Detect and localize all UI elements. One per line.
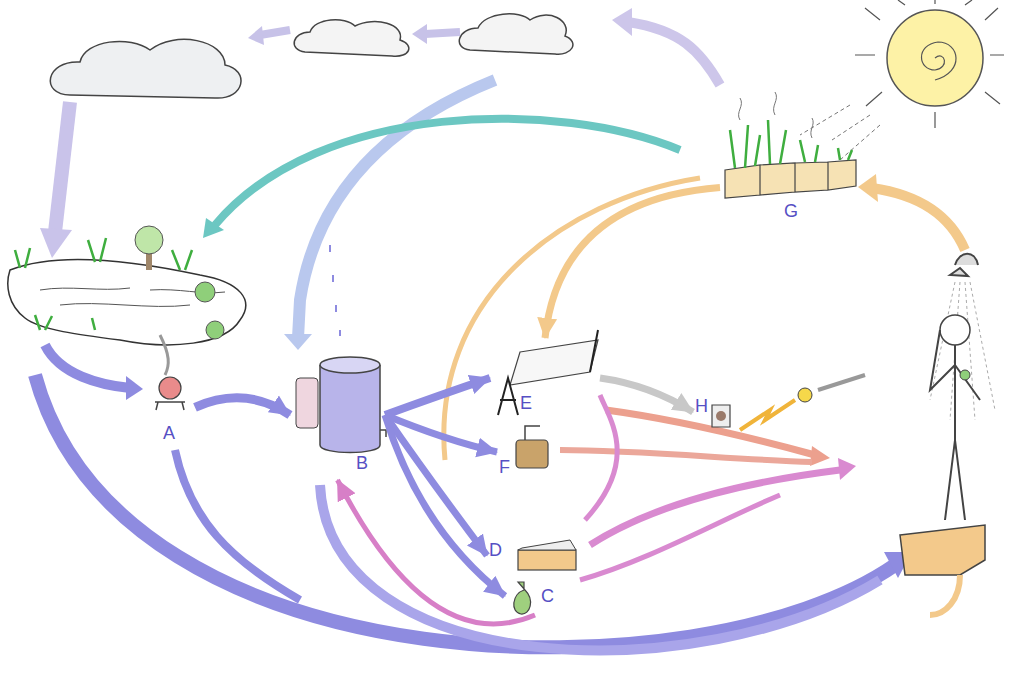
book-page [518,540,576,550]
sun-light [800,105,880,160]
collector-stand [498,330,598,415]
flow-arrow [385,415,505,596]
lamp-out-arrow [818,375,865,390]
treated-water-arrow [444,178,700,460]
callout-letter: F [499,458,510,478]
callout-letter: G [784,202,798,222]
soap [960,370,970,380]
icon-node: H [693,395,733,429]
sun [887,10,983,106]
person-head [940,315,970,345]
bush [195,282,215,302]
land-arrowhead [126,376,143,400]
flow-arrow [195,398,290,415]
pump-base [155,402,185,410]
shower-head [950,254,978,276]
icon-node: E [490,338,600,418]
evaporation-arrow [628,22,720,85]
cloud-arrow [425,32,460,34]
tank-tap [380,430,386,437]
bulb-icon [712,405,730,427]
cloud-arrowhead [248,26,264,45]
cloud [50,39,241,98]
bush [206,321,224,339]
hot-water-arrow [560,450,812,462]
drain-pipe [930,575,960,615]
icon-node: C [505,577,565,615]
lamp [798,388,812,402]
callout-letter: B [356,454,368,474]
rain-arrow [55,102,70,232]
cloud [294,20,409,56]
callout-letter: C [541,587,554,607]
rain-arrowhead [40,228,72,258]
greywater-arrow [215,119,680,225]
used-water-arrowhead [838,458,856,480]
sun-rays [855,0,1004,128]
flow-arrow [600,378,693,412]
groundwater-flow [160,335,168,375]
cloud [459,14,573,54]
pump-icon [159,377,181,399]
flow-arrow [545,188,720,339]
icon-node: G [720,150,860,225]
flow-arrow [338,480,536,624]
used-water-arrow [590,470,840,545]
aquifer-arc [175,450,300,600]
grass [15,238,192,330]
roof-water-arrowhead [284,334,312,350]
shower-to-garden-arrowhead [858,174,878,202]
bulb-lens [716,411,726,421]
icon-node: B [290,350,385,480]
shower-to-garden-arrow [872,188,965,250]
land [8,259,246,344]
cloud-arrowhead [412,24,427,44]
vapour [739,92,814,138]
filter-icon [296,378,318,428]
used-water-arrow [580,495,780,580]
shower-tray [900,525,985,575]
icon-node: A [145,368,195,447]
solar-collector [510,340,598,385]
lightning [740,400,795,430]
reeds [730,120,852,168]
used-water-arrow [585,395,617,520]
greywater-arrowhead [203,218,224,238]
hot-water-arrow [606,410,815,455]
person-body [930,330,980,520]
shower-spray [930,282,995,420]
drops [330,245,340,336]
callout-letter: E [520,394,532,414]
evaporation-arrowhead [612,8,632,36]
return-arc [35,375,895,647]
callout-letter: A [163,424,175,444]
water-heater-icon [516,440,548,468]
book-icon [518,550,576,570]
icon-node: D [487,537,582,574]
return-arc [320,485,880,650]
tank-top [320,357,380,373]
flow-arrow [385,378,490,415]
heater-pipe [525,426,540,440]
land-arrow [45,345,130,388]
callout-letter: H [695,397,708,417]
hot-water-arrowhead [810,446,830,466]
tree-crown [135,226,163,254]
sun-spiral [922,42,957,80]
tank-icon [320,365,380,453]
callout-letter: D [489,541,502,561]
flow-arrow [385,415,487,556]
icon-node: F [497,422,552,482]
cloud-arrow [260,30,290,35]
flask-icon [514,582,531,614]
